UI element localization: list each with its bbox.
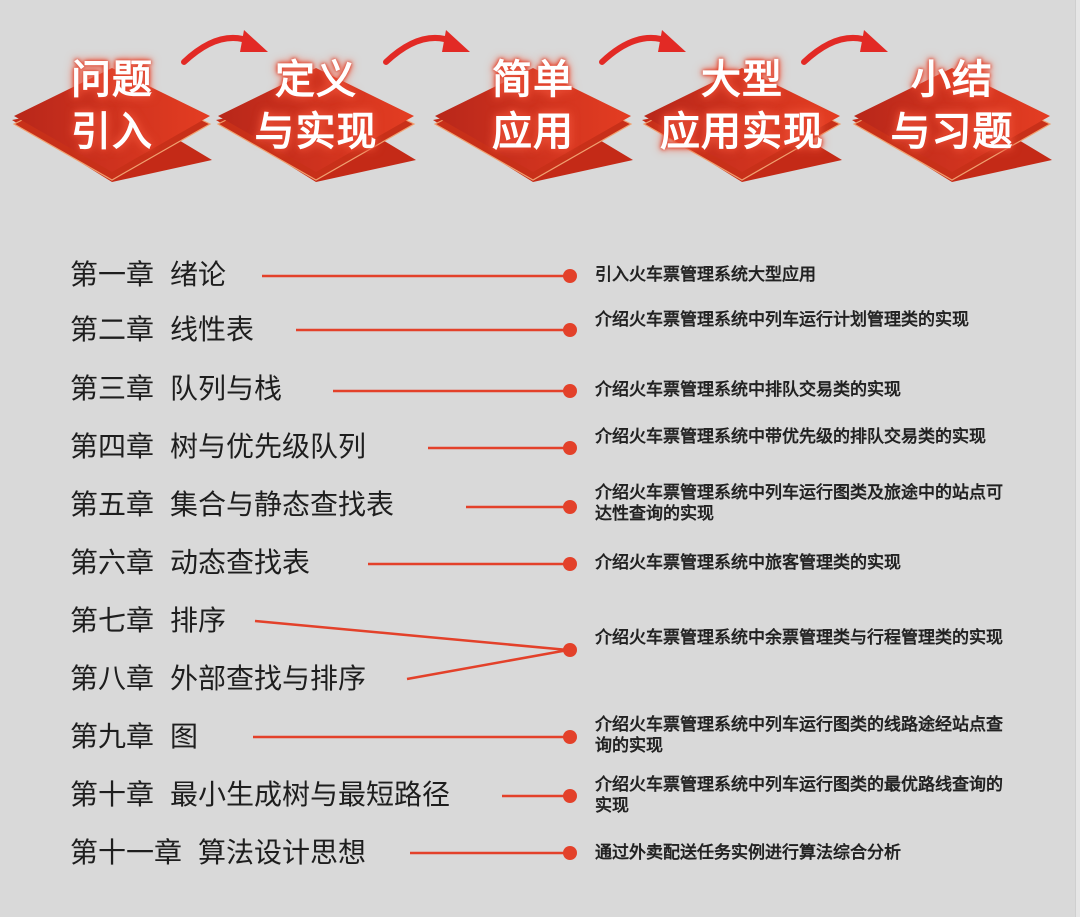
curved-arrow-icon [599, 30, 686, 65]
curved-arrow-icon [383, 30, 470, 65]
chapter-2-description: 介绍火车票管理系统中列车运行计划管理类的实现 [595, 310, 969, 330]
chapter-3-description: 介绍火车票管理系统中排队交易类的实现 [595, 380, 901, 400]
chapter-6-description: 介绍火车票管理系统中旅客管理类的实现 [595, 553, 901, 573]
chapter-8: 第八章外部查找与排序 [70, 662, 367, 695]
flow-step-label: 大型应用实现 [660, 57, 824, 155]
flow-step-label: 定义与实现 [254, 57, 378, 155]
flow-step-simple-application: 简单应用 [433, 20, 633, 220]
chapter-4-description: 介绍火车票管理系统中带优先级的排队交易类的实现 [595, 427, 986, 447]
chapter-1: 第一章绪论 [70, 258, 227, 291]
chapter-4: 第四章树与优先级队列 [70, 430, 367, 463]
flow-step-definition-implementation: 定义与实现 [216, 20, 416, 220]
chapter-3: 第三章队列与栈 [70, 372, 283, 405]
chapter-9: 第九章图 [70, 720, 199, 753]
curved-arrow-icon [181, 30, 268, 65]
diamond-tile-icon [216, 68, 416, 182]
diamond-tile-icon [642, 68, 842, 182]
process-flow: 问题引入 定义与实现 简单应用 [0, 0, 1080, 200]
chapter-11: 第十一章算法设计思想 [70, 836, 367, 869]
chapter-1-description: 引入火车票管理系统大型应用 [595, 265, 816, 285]
curved-arrow-icon [801, 30, 888, 65]
chapter-5: 第五章集合与静态查找表 [70, 488, 395, 521]
chapter-7: 第七章排序 [70, 604, 227, 637]
chapter-2: 第二章线性表 [70, 313, 255, 346]
chapter-6: 第六章动态查找表 [70, 546, 311, 579]
chapter-10: 第十章最小生成树与最短路径 [70, 778, 451, 811]
flow-step-large-application: 大型应用实现 [642, 20, 842, 220]
chapter-5-description: 介绍火车票管理系统中列车运行图类及旅途中的站点可达性查询的实现 [595, 483, 1003, 524]
flow-step-summary-exercises: 小结与习题 [852, 20, 1052, 220]
diamond-tile-icon [12, 68, 212, 182]
flow-step-label: 问题引入 [71, 57, 153, 155]
connector-dot-icons [563, 269, 577, 860]
diamond-tile-icon [852, 68, 1052, 182]
chapter-7-8-description: 介绍火车票管理系统中余票管理类与行程管理类的实现 [595, 628, 1003, 648]
chapter-10-description: 介绍火车票管理系统中列车运行图类的最优路线查询的实现 [595, 775, 1003, 816]
chapter-9-description: 介绍火车票管理系统中列车运行图类的线路途经站点查询的实现 [595, 715, 1003, 756]
diamond-tile-icon [433, 68, 633, 182]
flow-step-label: 小结与习题 [890, 57, 1014, 155]
flow-step-problem-intro: 问题引入 [12, 20, 212, 220]
flow-step-label: 简单应用 [492, 57, 574, 155]
chapter-11-description: 通过外卖配送任务实例进行算法综合分析 [595, 843, 901, 863]
page-right-edge [1075, 0, 1080, 917]
